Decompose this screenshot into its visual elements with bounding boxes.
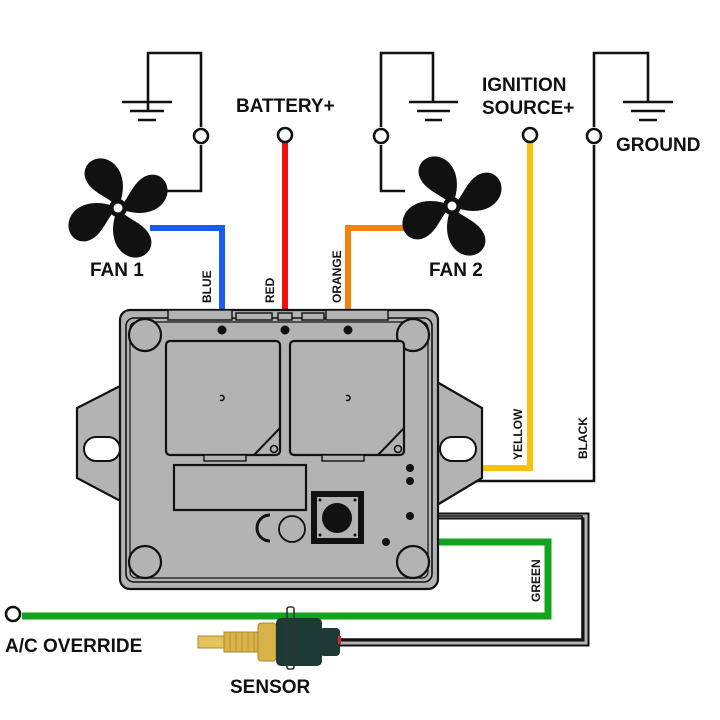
wire-orange — [345, 225, 412, 328]
temperature-sensor — [197, 606, 341, 670]
wire-label-green: GREEN — [529, 559, 543, 602]
rotate-icon — [255, 513, 271, 543]
wire-label-red: RED — [263, 277, 277, 303]
wire-label-blue: BLUE — [200, 270, 214, 303]
fan1-icon — [68, 158, 168, 258]
wire-label-black: BLACK — [576, 417, 590, 459]
led-indicator — [278, 515, 306, 543]
wire-label-orange: ORANGE — [330, 250, 344, 303]
right-mount-hole — [439, 436, 477, 462]
wire-green — [22, 538, 552, 620]
wire-blue — [150, 225, 225, 328]
relay-1 — [164, 339, 282, 462]
relay-2 — [288, 339, 406, 462]
left-mount-hole — [83, 436, 121, 462]
ground-terminal[interactable] — [585, 127, 603, 145]
controller-module — [75, 308, 484, 591]
fan2-ground-terminal[interactable] — [372, 127, 390, 145]
fan2-icon — [402, 156, 502, 256]
ac-override-terminal[interactable] — [4, 605, 22, 623]
calibrate-button[interactable] — [311, 491, 364, 544]
fan2-label: FAN 2 — [429, 260, 483, 281]
fan1-label: FAN 1 — [90, 260, 144, 281]
fan1-ground-terminal[interactable] — [192, 127, 210, 145]
ic-chip — [172, 463, 308, 512]
ignition-terminal[interactable] — [521, 126, 539, 144]
battery-label: BATTERY+ — [236, 96, 335, 117]
main-ground-circuit — [592, 51, 673, 127]
fan2-ground-circuit — [372, 51, 458, 193]
fan1-ground-circuit — [122, 51, 210, 193]
ac-override-label: A/C OVERRIDE — [5, 636, 142, 657]
ignition-label-line2: SOURCE+ — [482, 98, 574, 119]
sensor-label: SENSOR — [230, 677, 311, 698]
wire-label-yellow: YELLOW — [511, 408, 525, 460]
battery-terminal[interactable] — [276, 126, 294, 144]
ignition-label-line1: IGNITION — [482, 75, 566, 96]
ground-label: GROUND — [616, 135, 700, 156]
wire-sensor-cable — [337, 512, 590, 647]
